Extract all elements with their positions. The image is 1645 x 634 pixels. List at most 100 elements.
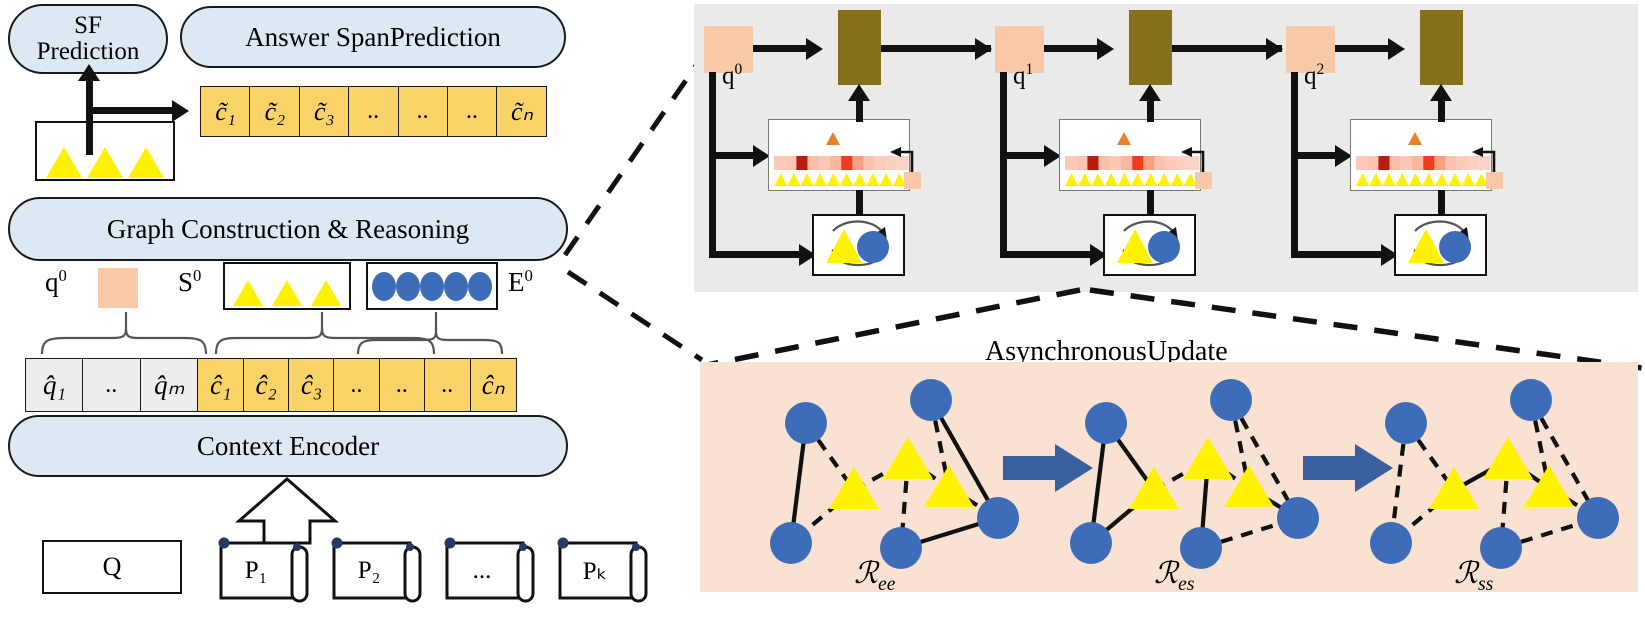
relation-graph-svg	[1070, 379, 1319, 569]
graph-construction-reasoning-block: Graph Construction & Reasoning	[8, 197, 568, 261]
relation-subscript: ee	[877, 573, 896, 595]
question-token: ..	[82, 358, 142, 412]
q0-letter: q	[45, 267, 59, 297]
graph-exchange-icons	[826, 220, 889, 267]
question-input-box: Q	[42, 540, 182, 594]
relation-graph-label: ℛss	[1454, 556, 1493, 596]
query-state-label: q0	[722, 61, 743, 90]
query-state-label: q1	[1013, 61, 1034, 90]
context-token: ĉₙ	[469, 358, 517, 412]
question-token: q̂₁	[25, 358, 84, 412]
tilde-context-token: ..	[348, 86, 400, 137]
q0-superscript: 0	[58, 266, 67, 285]
context-token: ..	[333, 358, 381, 412]
scroll-icon	[218, 537, 309, 603]
s0-superscript: 0	[193, 266, 202, 285]
attention-heatmap	[774, 132, 909, 186]
context-encoder-block: Context Encoder	[8, 415, 568, 477]
memory-to-next-query-arrowhead	[975, 38, 992, 60]
entity-node	[1210, 379, 1252, 421]
passage-label: P₂	[357, 556, 381, 584]
query-to-exchange-line	[1291, 251, 1387, 258]
query-state-label: q2	[1304, 61, 1325, 90]
attention-heatmap	[1065, 132, 1200, 186]
attention-to-exchange-line	[856, 190, 863, 215]
blue-arrow-icon	[1003, 444, 1093, 492]
attention-feedback-hook	[890, 147, 921, 189]
entity-circle-icon	[857, 231, 889, 263]
context-token: ..	[378, 358, 426, 412]
memory-update-block	[1129, 10, 1172, 85]
support-node	[1483, 437, 1533, 479]
relation-edge	[1529, 398, 1600, 520]
question-label: Q	[102, 552, 122, 581]
support-node	[1129, 467, 1179, 509]
entity-node	[770, 522, 812, 564]
entity-node	[1385, 402, 1427, 444]
query-to-memory-arrowhead	[806, 38, 823, 60]
tilde-context-token: ..	[447, 86, 499, 137]
attention-to-memory-line	[856, 100, 863, 122]
query-to-attention-arrowhead	[1044, 145, 1061, 167]
entity-node	[977, 497, 1019, 539]
attention-feedback-hook	[1181, 147, 1212, 189]
entity-node	[1085, 402, 1127, 444]
attention-to-exchange-line	[1147, 190, 1154, 215]
relation-symbol: ℛ	[1454, 557, 1478, 590]
async-update-title: AsynchronousUpdate	[985, 336, 1228, 368]
relation-subscript: es	[1177, 573, 1195, 595]
tilde-context-token: c̃₂	[249, 86, 301, 137]
attention-weight-strip	[774, 156, 909, 170]
support-node	[1183, 437, 1233, 479]
query-to-attention-line	[1000, 152, 1050, 159]
support-triangle-icon	[1408, 229, 1444, 263]
query-state-block	[704, 26, 753, 73]
entity-node	[1180, 527, 1222, 569]
support-triangle-icon	[233, 280, 264, 306]
question-token: q̂ₘ	[139, 358, 199, 412]
attention-to-memory-line	[1438, 100, 1445, 122]
memory-to-next-query-line	[1172, 45, 1282, 52]
tilde-context-token: ..	[397, 86, 449, 137]
graph-transition-arrow	[1003, 444, 1095, 497]
context-encoder-label: Context Encoder	[196, 430, 380, 461]
query-to-memory-line	[1044, 45, 1101, 52]
support-node	[1224, 465, 1274, 507]
tilde-context-token: c̃ₙ	[496, 86, 548, 137]
passage-label: P₁	[244, 556, 268, 584]
query-to-memory-arrowhead	[1388, 38, 1405, 60]
passage-label: Pₖ	[582, 557, 608, 585]
support-node	[924, 465, 974, 507]
relation-symbol: ℛ	[854, 557, 878, 590]
query-to-exchange-line	[709, 251, 805, 258]
query-to-exchange-arrowhead	[799, 244, 816, 266]
relation-symbol: ℛ	[1154, 557, 1178, 590]
support-node	[1429, 467, 1479, 509]
relation-edge	[929, 398, 1000, 520]
query-branch-spine	[1000, 72, 1007, 258]
relation-graph-label: ℛee	[854, 556, 896, 596]
entity-circle-icon	[372, 271, 396, 301]
context-token: ĉ₃	[288, 358, 336, 412]
entity-node	[880, 527, 922, 569]
support-triangle-row	[1356, 173, 1488, 186]
memory-to-next-query-line	[881, 45, 991, 52]
e0-entity-circles	[372, 270, 492, 302]
attention-to-memory-arrowhead	[848, 84, 870, 101]
entity-circle-icon	[468, 271, 492, 301]
sf-arrow-branch-horizontal	[86, 107, 174, 114]
attention-to-memory-line	[1147, 100, 1154, 122]
relation-edge	[1404, 421, 1456, 492]
attention-heatmap	[1356, 132, 1491, 186]
query-to-attention-line	[709, 152, 759, 159]
graph-exchange-icons	[1117, 220, 1180, 267]
relation-graph-label: ℛes	[1154, 556, 1194, 596]
token-grouping-braces	[40, 312, 504, 355]
entity-node	[1277, 497, 1319, 539]
relation-subscript: ss	[1477, 573, 1494, 595]
s0-state-label: S0	[178, 266, 201, 298]
relation-graph-svg	[1370, 379, 1619, 569]
